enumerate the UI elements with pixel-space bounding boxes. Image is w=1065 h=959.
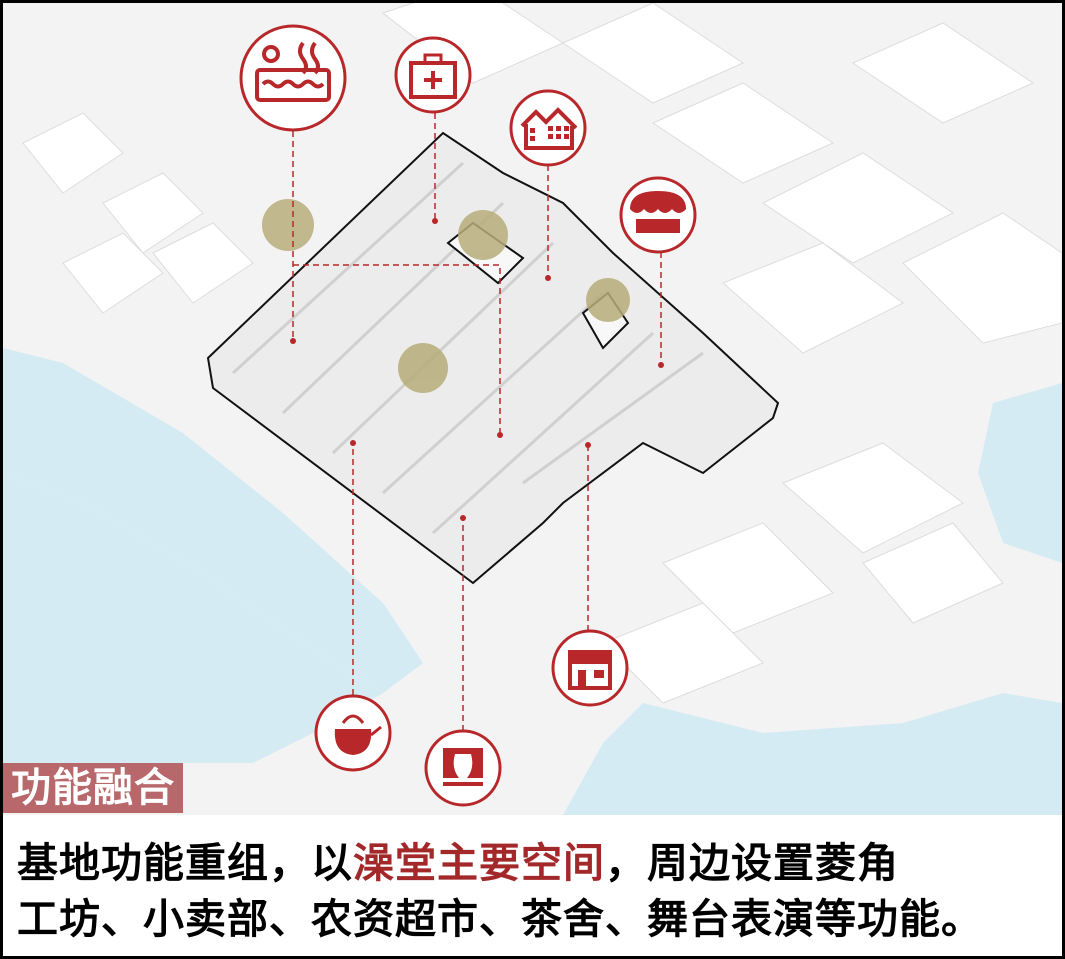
clinic-icon (394, 36, 472, 114)
site-axonometric (3, 3, 1062, 815)
bathhouse-icon (239, 24, 347, 132)
store-icon (551, 629, 629, 707)
caption-text: ，周边设置菱角 (605, 839, 899, 887)
teapot-icon (314, 694, 392, 772)
leader-lines (292, 113, 662, 731)
river-water-left (3, 348, 423, 693)
caption-highlight: 澡堂主要空间 (353, 839, 605, 887)
shop-awning-icon (619, 176, 697, 254)
caption-text: 基地功能重组，以 (17, 839, 353, 887)
leader-dots (290, 218, 664, 521)
caption-line-2: 工坊、小卖部、农资超市、茶舍、舞台表演等功能。 (17, 895, 983, 943)
stage-icon (424, 729, 502, 807)
river-water-bottom-right (563, 693, 1062, 815)
bathhouse-complex-outline (206, 131, 780, 585)
housing-icon (509, 89, 587, 167)
section-title-tag: 功能融合 (3, 763, 183, 813)
river-water-bottom-left (3, 473, 383, 763)
caption-line-1: 基地功能重组，以澡堂主要空间，周边设置菱角 (17, 829, 899, 889)
trees (262, 199, 630, 393)
surrounding-buildings (22, 3, 1062, 704)
river-water-right (978, 383, 1062, 563)
caption-panel: 基地功能重组，以澡堂主要空间，周边设置菱角 工坊、小卖部、农资超市、茶舍、舞台表… (3, 815, 1062, 956)
